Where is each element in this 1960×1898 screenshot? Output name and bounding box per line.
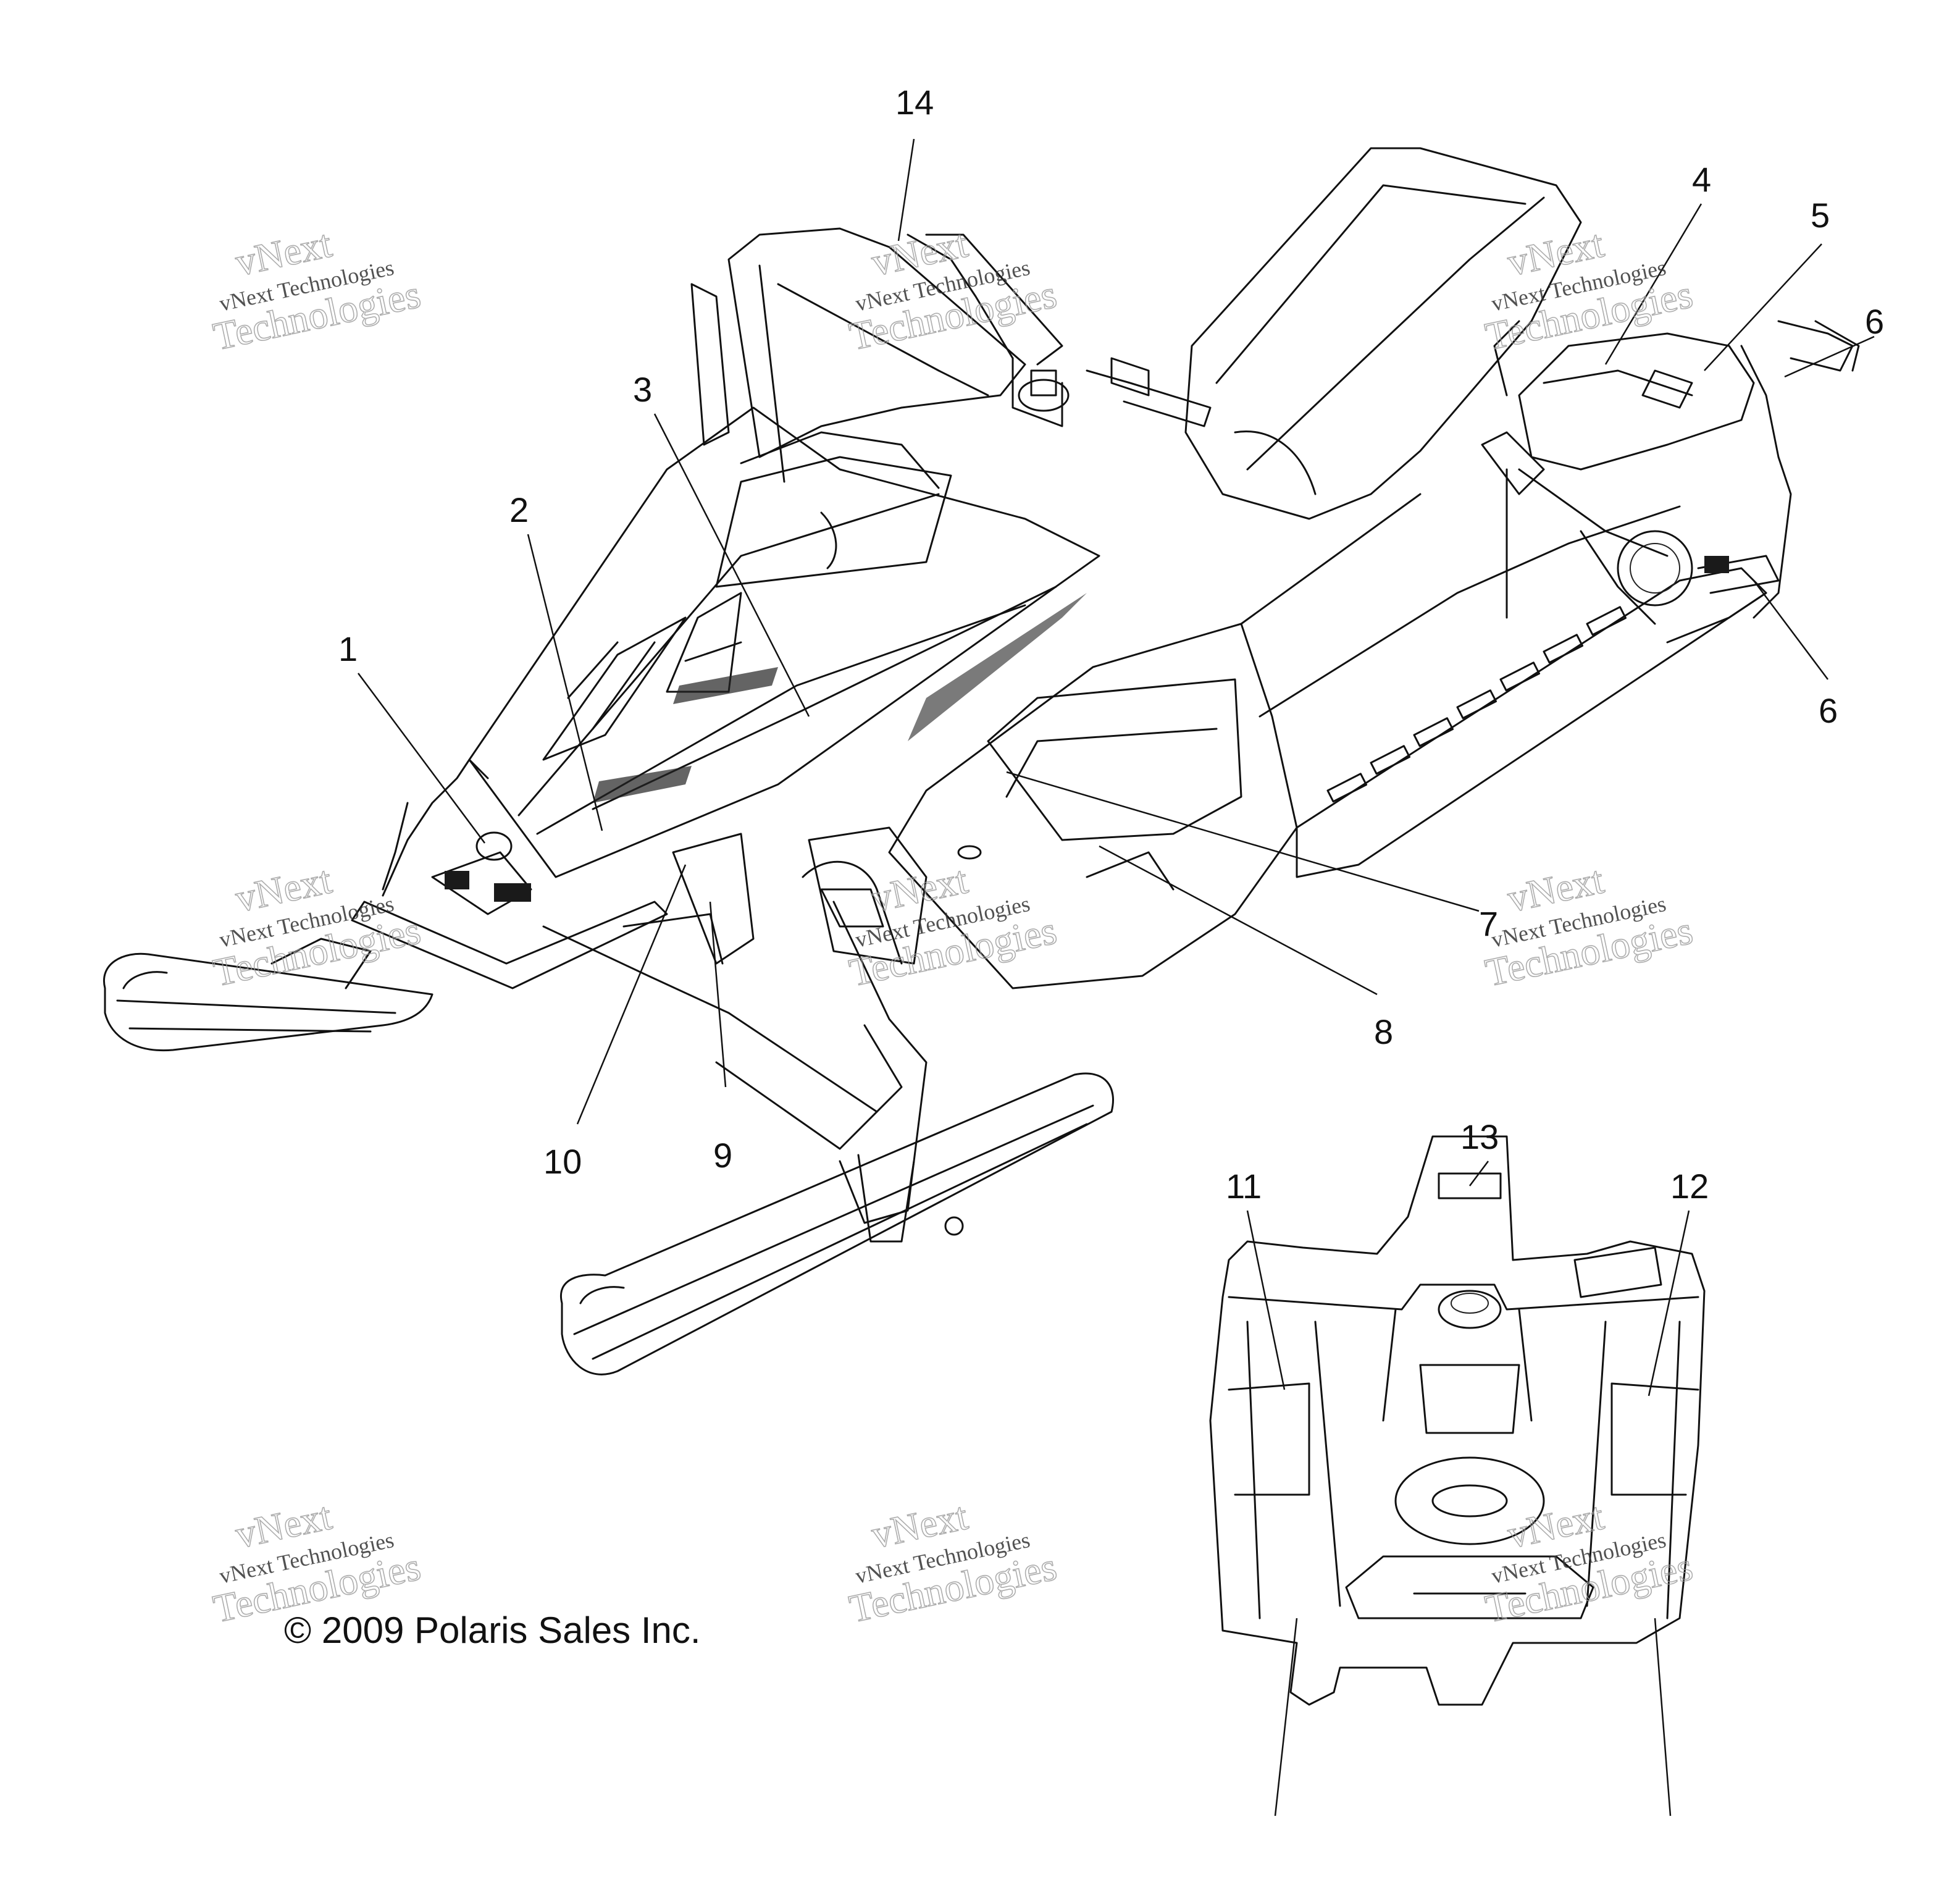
leader-7 xyxy=(1006,771,1480,912)
callout-9: 9 xyxy=(713,1136,732,1175)
watermark: vNext vNext Technologies Technologies xyxy=(1481,221,1697,359)
callout-7: 7 xyxy=(1479,904,1498,943)
watermark: vNext vNext Technologies Technologies xyxy=(845,857,1061,996)
handlebar xyxy=(907,233,1212,427)
watermark: vNext vNext Technologies Technologies xyxy=(209,1493,425,1632)
hood xyxy=(468,406,1100,878)
callout-14: 14 xyxy=(895,83,934,122)
callout-1: 1 xyxy=(338,629,358,668)
leader-3 xyxy=(653,413,810,717)
leader-8 xyxy=(1099,845,1378,996)
front-suspension xyxy=(542,860,928,1243)
callout-11: 11 xyxy=(1226,1167,1262,1206)
callout-5: 5 xyxy=(1811,196,1830,235)
watermark: vNext vNext Technologies Technologies xyxy=(845,1493,1061,1632)
side-panel xyxy=(622,623,1298,989)
copyright-notice: © 2009 Polaris Sales Inc. xyxy=(284,1610,701,1651)
leader-11 xyxy=(1246,1210,1286,1390)
leader-lines xyxy=(357,138,1875,1816)
watermarks: vNext vNext Technologies Technologies vN… xyxy=(209,221,1697,1632)
inset-top-view xyxy=(1209,1135,1706,1706)
leader-9 xyxy=(709,901,727,1088)
callout-13: 13 xyxy=(1460,1117,1499,1156)
callout-2: 2 xyxy=(509,490,529,529)
seat xyxy=(1184,147,1582,520)
callout-8: 8 xyxy=(1374,1012,1393,1051)
leader-1 xyxy=(357,673,486,844)
leader-5 xyxy=(1704,243,1822,371)
leader-4 xyxy=(1604,203,1702,365)
leader-2 xyxy=(527,534,603,831)
leader-6a xyxy=(1784,335,1875,378)
callout-12: 12 xyxy=(1670,1167,1709,1206)
watermark: vNext vNext Technologies Technologies xyxy=(845,221,1061,359)
watermark: vNext vNext Technologies Technologies xyxy=(209,221,425,359)
callouts: 1 2 3 4 5 6 6 7 8 9 10 11 12 13 14 xyxy=(338,83,1884,1206)
leader-11b xyxy=(1274,1618,1298,1816)
watermark: vNext vNext Technologies Technologies xyxy=(1481,1493,1697,1632)
leader-12b xyxy=(1654,1618,1672,1816)
snowmobile-main-view xyxy=(103,147,1860,1375)
right-ski xyxy=(560,1072,1114,1375)
callout-3: 3 xyxy=(633,370,652,409)
front-bumper xyxy=(351,758,668,989)
callout-6a: 6 xyxy=(1865,302,1884,341)
leader-10 xyxy=(576,864,687,1125)
watermark: vNext vNext Technologies Technologies xyxy=(209,857,425,996)
watermark: vNext vNext Technologies Technologies xyxy=(1481,857,1697,996)
leader-12 xyxy=(1648,1210,1690,1396)
rear-rack xyxy=(1481,320,1860,644)
left-ski xyxy=(103,938,433,1052)
leader-13 xyxy=(1469,1161,1489,1186)
leader-6b xyxy=(1753,580,1828,680)
callout-10: 10 xyxy=(543,1142,582,1181)
callout-6b: 6 xyxy=(1819,691,1838,730)
callout-4: 4 xyxy=(1692,160,1711,199)
leader-14 xyxy=(897,138,915,241)
